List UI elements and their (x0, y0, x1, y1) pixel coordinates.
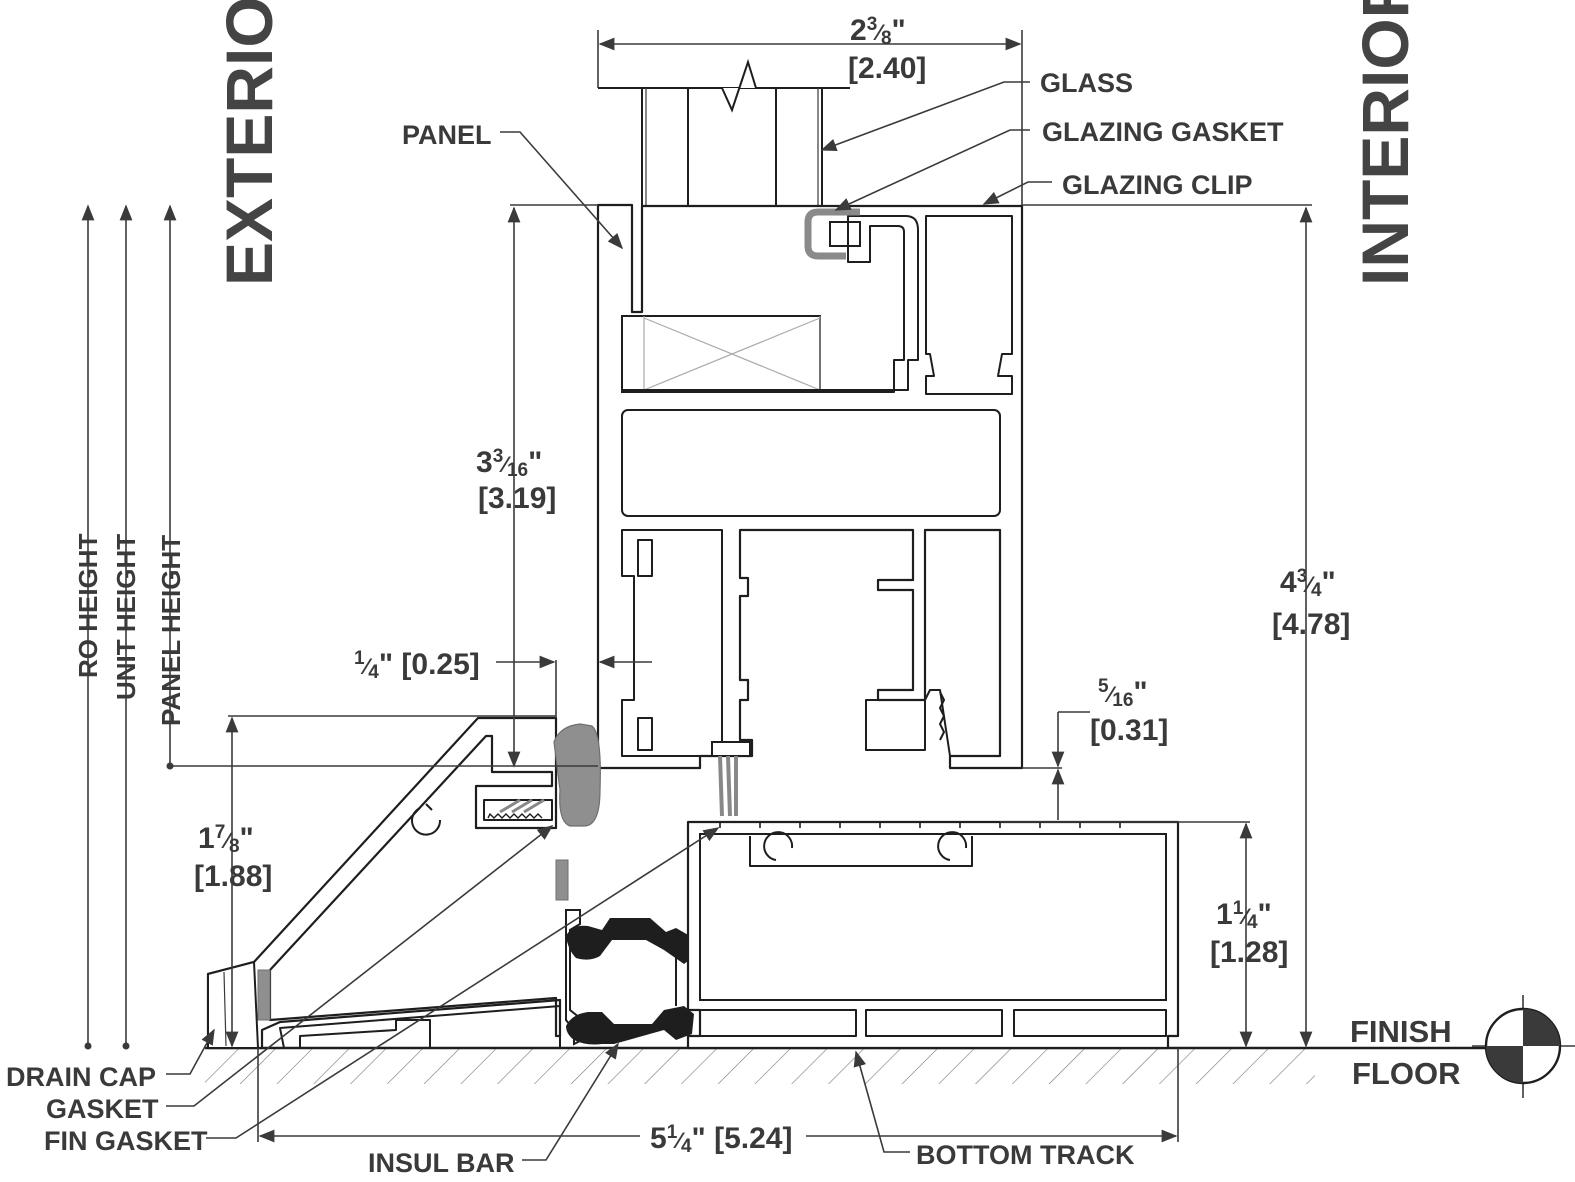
floor-hatch (205, 1048, 1315, 1084)
datum-symbol-icon (1472, 995, 1575, 1098)
glass-label: GLASS (1040, 68, 1133, 98)
dim-offset-right-text: 5⁄16" (1098, 676, 1148, 711)
bottom-track (686, 820, 1180, 1050)
insul-bar (565, 909, 694, 1046)
dim-top-width (597, 30, 1023, 205)
dim-top-width-text: 23⁄8" (850, 14, 906, 49)
dim-sill-height-text: 17⁄8" (198, 822, 254, 857)
finish-floor (205, 1046, 1485, 1084)
panel-height-label: PANEL HEIGHT (156, 535, 186, 726)
leader-lines (166, 81, 1052, 1161)
dim-overall-width (257, 1048, 1179, 1143)
dim-height-arrows (81, 204, 598, 1050)
fin-gasket-label: FIN GASKET (44, 1126, 208, 1156)
height-labels: RO HEIGHT UNIT HEIGHT PANEL HEIGHT (73, 533, 186, 726)
orientation-labels: EXTERIOR INTERIOR (212, 0, 1422, 286)
dim-offset-left (496, 655, 652, 718)
panel-bottom-rail (596, 203, 1024, 817)
dim-top-width-decimal: [2.40] (848, 52, 926, 85)
dim-offset-left-text: 1⁄4" [0.25] (354, 648, 480, 683)
dim-sill-height-decimal: [1.88] (194, 860, 272, 893)
insul-bar-label: INSUL BAR (368, 1148, 515, 1178)
exterior-label: EXTERIOR (212, 0, 286, 286)
dim-left-height-decimal: [3.19] (478, 482, 556, 515)
panel-label: PANEL (402, 120, 492, 150)
dim-offset-right (1000, 711, 1250, 823)
dim-offset-right-decimal: [0.31] (1090, 714, 1168, 747)
glazing-gasket-label: GLAZING GASKET (1042, 117, 1284, 147)
dim-track-height-decimal: [1.28] (1210, 936, 1288, 969)
drain-cap-label: DRAIN CAP (6, 1062, 156, 1092)
dim-track-height-text: 11⁄4" (1216, 898, 1272, 933)
ro-height-label: RO HEIGHT (73, 533, 103, 678)
dim-overall-width-text: 51⁄4" [5.24] (650, 1122, 792, 1157)
dimension-labels: 23⁄8" [2.40] 33⁄16" [3.19] 43⁄4" [4.78] … (194, 14, 1350, 1157)
dim-sill-height (225, 715, 556, 1048)
bottom-track-label: BOTTOM TRACK (916, 1140, 1135, 1170)
dim-left-height-text: 33⁄16" (476, 446, 542, 481)
floor-label: FLOOR (1352, 1056, 1461, 1091)
sill-profile (206, 716, 601, 1050)
dim-right-height-decimal: [4.78] (1272, 608, 1350, 641)
dim-right-height-text: 43⁄4" (1280, 566, 1336, 601)
finish-label: FINISH (1350, 1014, 1452, 1049)
interior-label: INTERIOR (1348, 0, 1422, 286)
gasket-label: GASKET (46, 1094, 159, 1124)
glazing-clip-label: GLAZING CLIP (1062, 170, 1253, 200)
callout-labels: PANEL GLASS GLAZING GASKET GLAZING CLIP … (6, 68, 1461, 1178)
unit-height-label: UNIT HEIGHT (111, 534, 141, 700)
dim-right-height (1022, 204, 1313, 1048)
glazing-clip (804, 208, 861, 260)
